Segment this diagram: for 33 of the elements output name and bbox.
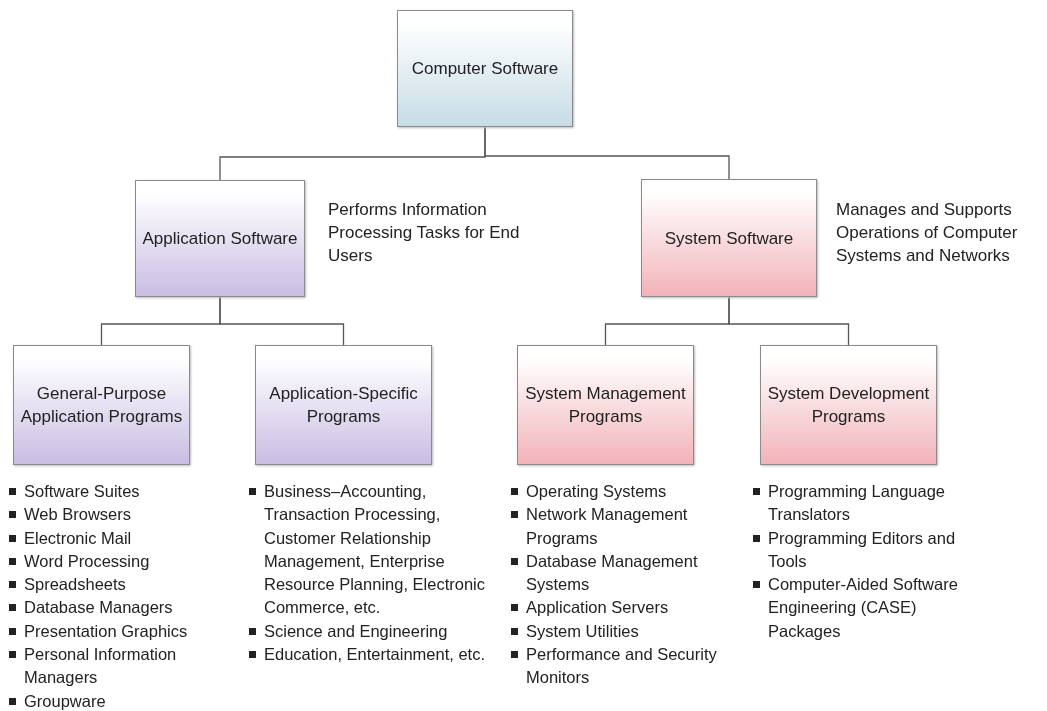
category-box: Application-Specific Programs [255,345,432,465]
bullet-item: Science and Engineering [248,619,503,644]
bullet-item: Groupware [8,689,238,711]
connector-line [484,126,730,180]
connector-line [219,296,345,346]
bullet-item: Application Servers [510,596,750,620]
bullet-item: Programming Editors and Tools [752,526,992,574]
bullet-item: Spreadsheets [8,573,238,597]
bullet-item: Personal Information Managers [8,643,238,690]
category-box: Application Software [135,180,305,297]
category-box: Computer Software [397,10,573,127]
category-box: General-Purpose Application Programs [13,345,190,465]
bullet-item: Network Management Programs [510,503,750,550]
category-box: System Development Programs [760,345,937,465]
bullet-item: System Utilities [510,619,750,644]
bullet-item: Software Suites [8,480,238,504]
bullet-item: Word Processing [8,549,238,574]
bullet-item: Operating Systems [510,480,750,504]
bullet-item: Database Management Systems [510,549,750,597]
description-text: Manages and Supports Operations of Computer Systems and Networks [836,199,1019,267]
bullet-item: Performance and Security Monitors [510,643,750,690]
connector-line [728,296,850,346]
bullet-item: Web Browsers [8,503,238,527]
bullet-item: Computer-Aided Software Engineering (CASE) Packages [752,573,992,644]
bullet-item: Database Managers [8,596,238,620]
description-text: Performs Information Processing Tasks for End Users [328,199,521,267]
bullet-item: Business–Accounting, Transaction Processing, Customer Relationship Management, Enterprise Resource Planning, Electronic Commerce, etc. [248,480,503,620]
bullet-item: Electronic Mail [8,526,238,550]
category-box: System Management Programs [517,345,694,465]
bullet-item: Presentation Graphics [8,619,238,644]
bullet-item: Education, Entertainment, etc. [248,643,503,667]
category-box: System Software [641,179,817,297]
bullet-item: Programming Language Translators [752,480,992,527]
